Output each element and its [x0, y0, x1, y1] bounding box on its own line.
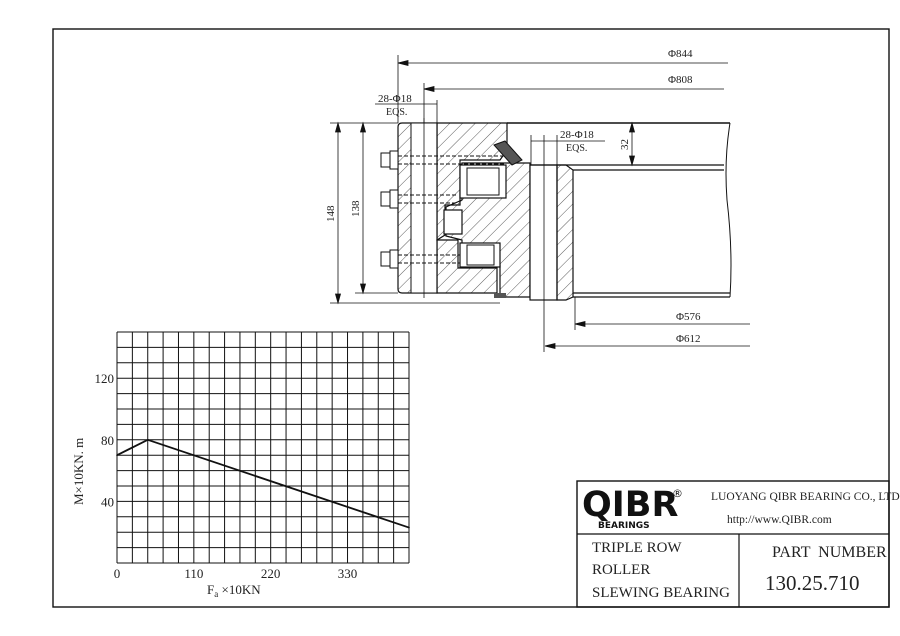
chart-y-label: M×10KN. m [71, 438, 86, 505]
svg-text:QIBR: QIBR [582, 485, 678, 525]
radial-roller [443, 209, 463, 235]
company-website: http://www.QIBR.com [727, 514, 832, 526]
inner-mounting-ring [556, 164, 574, 301]
chart-tick-labels: 0 110 220 330 40 80 120 [95, 371, 358, 581]
dim-inner-bolt-circle: Φ612 [676, 333, 701, 345]
dim-outer-diameter: Φ844 [668, 48, 693, 60]
bolt [380, 150, 505, 170]
product-name-line2: ROLLER [592, 562, 650, 578]
mounting-structure [530, 164, 730, 298]
bottom-seal [494, 293, 506, 298]
load-curve-point [146, 439, 149, 441]
bolts [380, 150, 505, 269]
y-tick-label: 120 [95, 371, 115, 386]
y-tick-label: 80 [101, 433, 114, 448]
title-block: QIBR ® BEARINGS LUOYANG QIBR BEARING CO.… [576, 480, 900, 608]
bolt [380, 189, 458, 209]
x-tick-label: 110 [184, 566, 203, 581]
dim-outer-bolt-circle: Φ808 [668, 74, 693, 86]
bolt [380, 249, 460, 269]
y-tick-label: 40 [101, 494, 114, 509]
drawing-frame [52, 28, 890, 608]
x-tick-label: 330 [338, 566, 358, 581]
chart-grid [116, 331, 410, 564]
outer-ring-lower [436, 239, 498, 294]
part-number: 130.25.710 [765, 571, 860, 595]
dim-inner-diameter: Φ576 [676, 311, 701, 323]
dim-gap-height: 32 [619, 139, 631, 150]
product-name-line3: SLEWING BEARING [592, 585, 730, 601]
load-curve-point [408, 526, 410, 529]
dim-inner-holes: 28-Φ18 [560, 129, 594, 141]
chart-x-label: Fa ×10KN [207, 582, 261, 599]
x-tick-label: 220 [261, 566, 281, 581]
load-curve-line [116, 438, 410, 529]
inner-bolt-hole [529, 164, 558, 301]
company-name: LUOYANG QIBR BEARING CO., LTD [711, 491, 900, 503]
product-name-line1: TRIPLE ROW [592, 540, 682, 556]
load-curve-point [116, 454, 118, 457]
dim-total-height: 148 [325, 205, 337, 222]
upper-roller-body [466, 167, 500, 196]
load-capacity-chart: 0 110 220 330 40 80 120 [95, 331, 410, 581]
dim-ring-height: 138 [350, 200, 362, 217]
qibr-logo: QIBR ® BEARINGS [582, 485, 683, 531]
lower-roller-body [466, 244, 495, 266]
dimensions [330, 55, 750, 350]
x-tick-label: 0 [114, 566, 121, 581]
top-seal [493, 140, 523, 166]
part-number-label: PART NUMBER [772, 544, 887, 561]
dim-inner-holes-note: EQS. [566, 143, 587, 154]
bearing-cross-section [380, 118, 732, 352]
svg-text:BEARINGS: BEARINGS [598, 521, 650, 531]
dim-outer-holes-note: EQS. [386, 107, 407, 118]
dim-outer-holes: 28-Φ18 [378, 93, 412, 105]
svg-text:®: ® [672, 487, 683, 500]
